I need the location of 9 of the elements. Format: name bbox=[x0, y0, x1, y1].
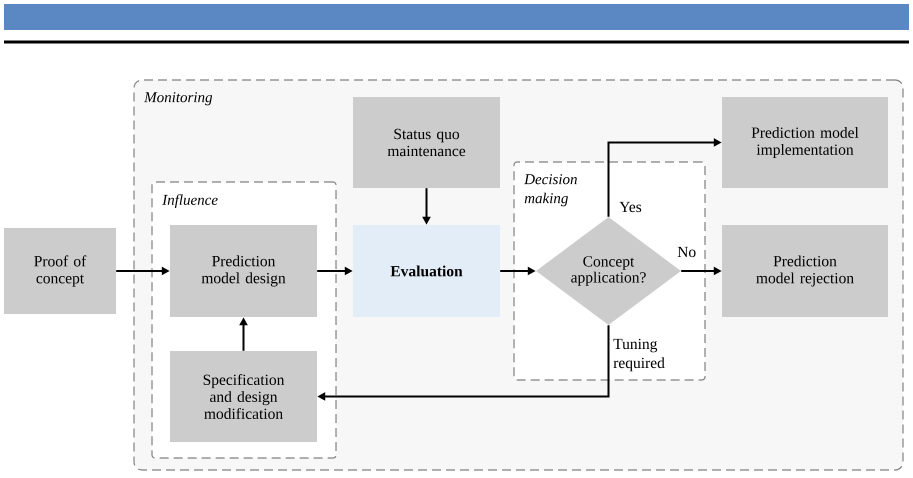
process-box: Prediction model rejection bbox=[722, 225, 888, 317]
process-box: Status quo maintenance bbox=[353, 97, 500, 188]
process-box: Prediction model implementation bbox=[722, 97, 888, 188]
process-box: Proof of concept bbox=[4, 228, 116, 314]
process-box: Prediction model design bbox=[170, 225, 317, 317]
process-box: Specification and design modification bbox=[170, 350, 317, 442]
process-box: Evaluation bbox=[353, 225, 500, 317]
edge-label: Tuning required bbox=[613, 338, 665, 372]
edge-label: Yes bbox=[619, 202, 642, 212]
